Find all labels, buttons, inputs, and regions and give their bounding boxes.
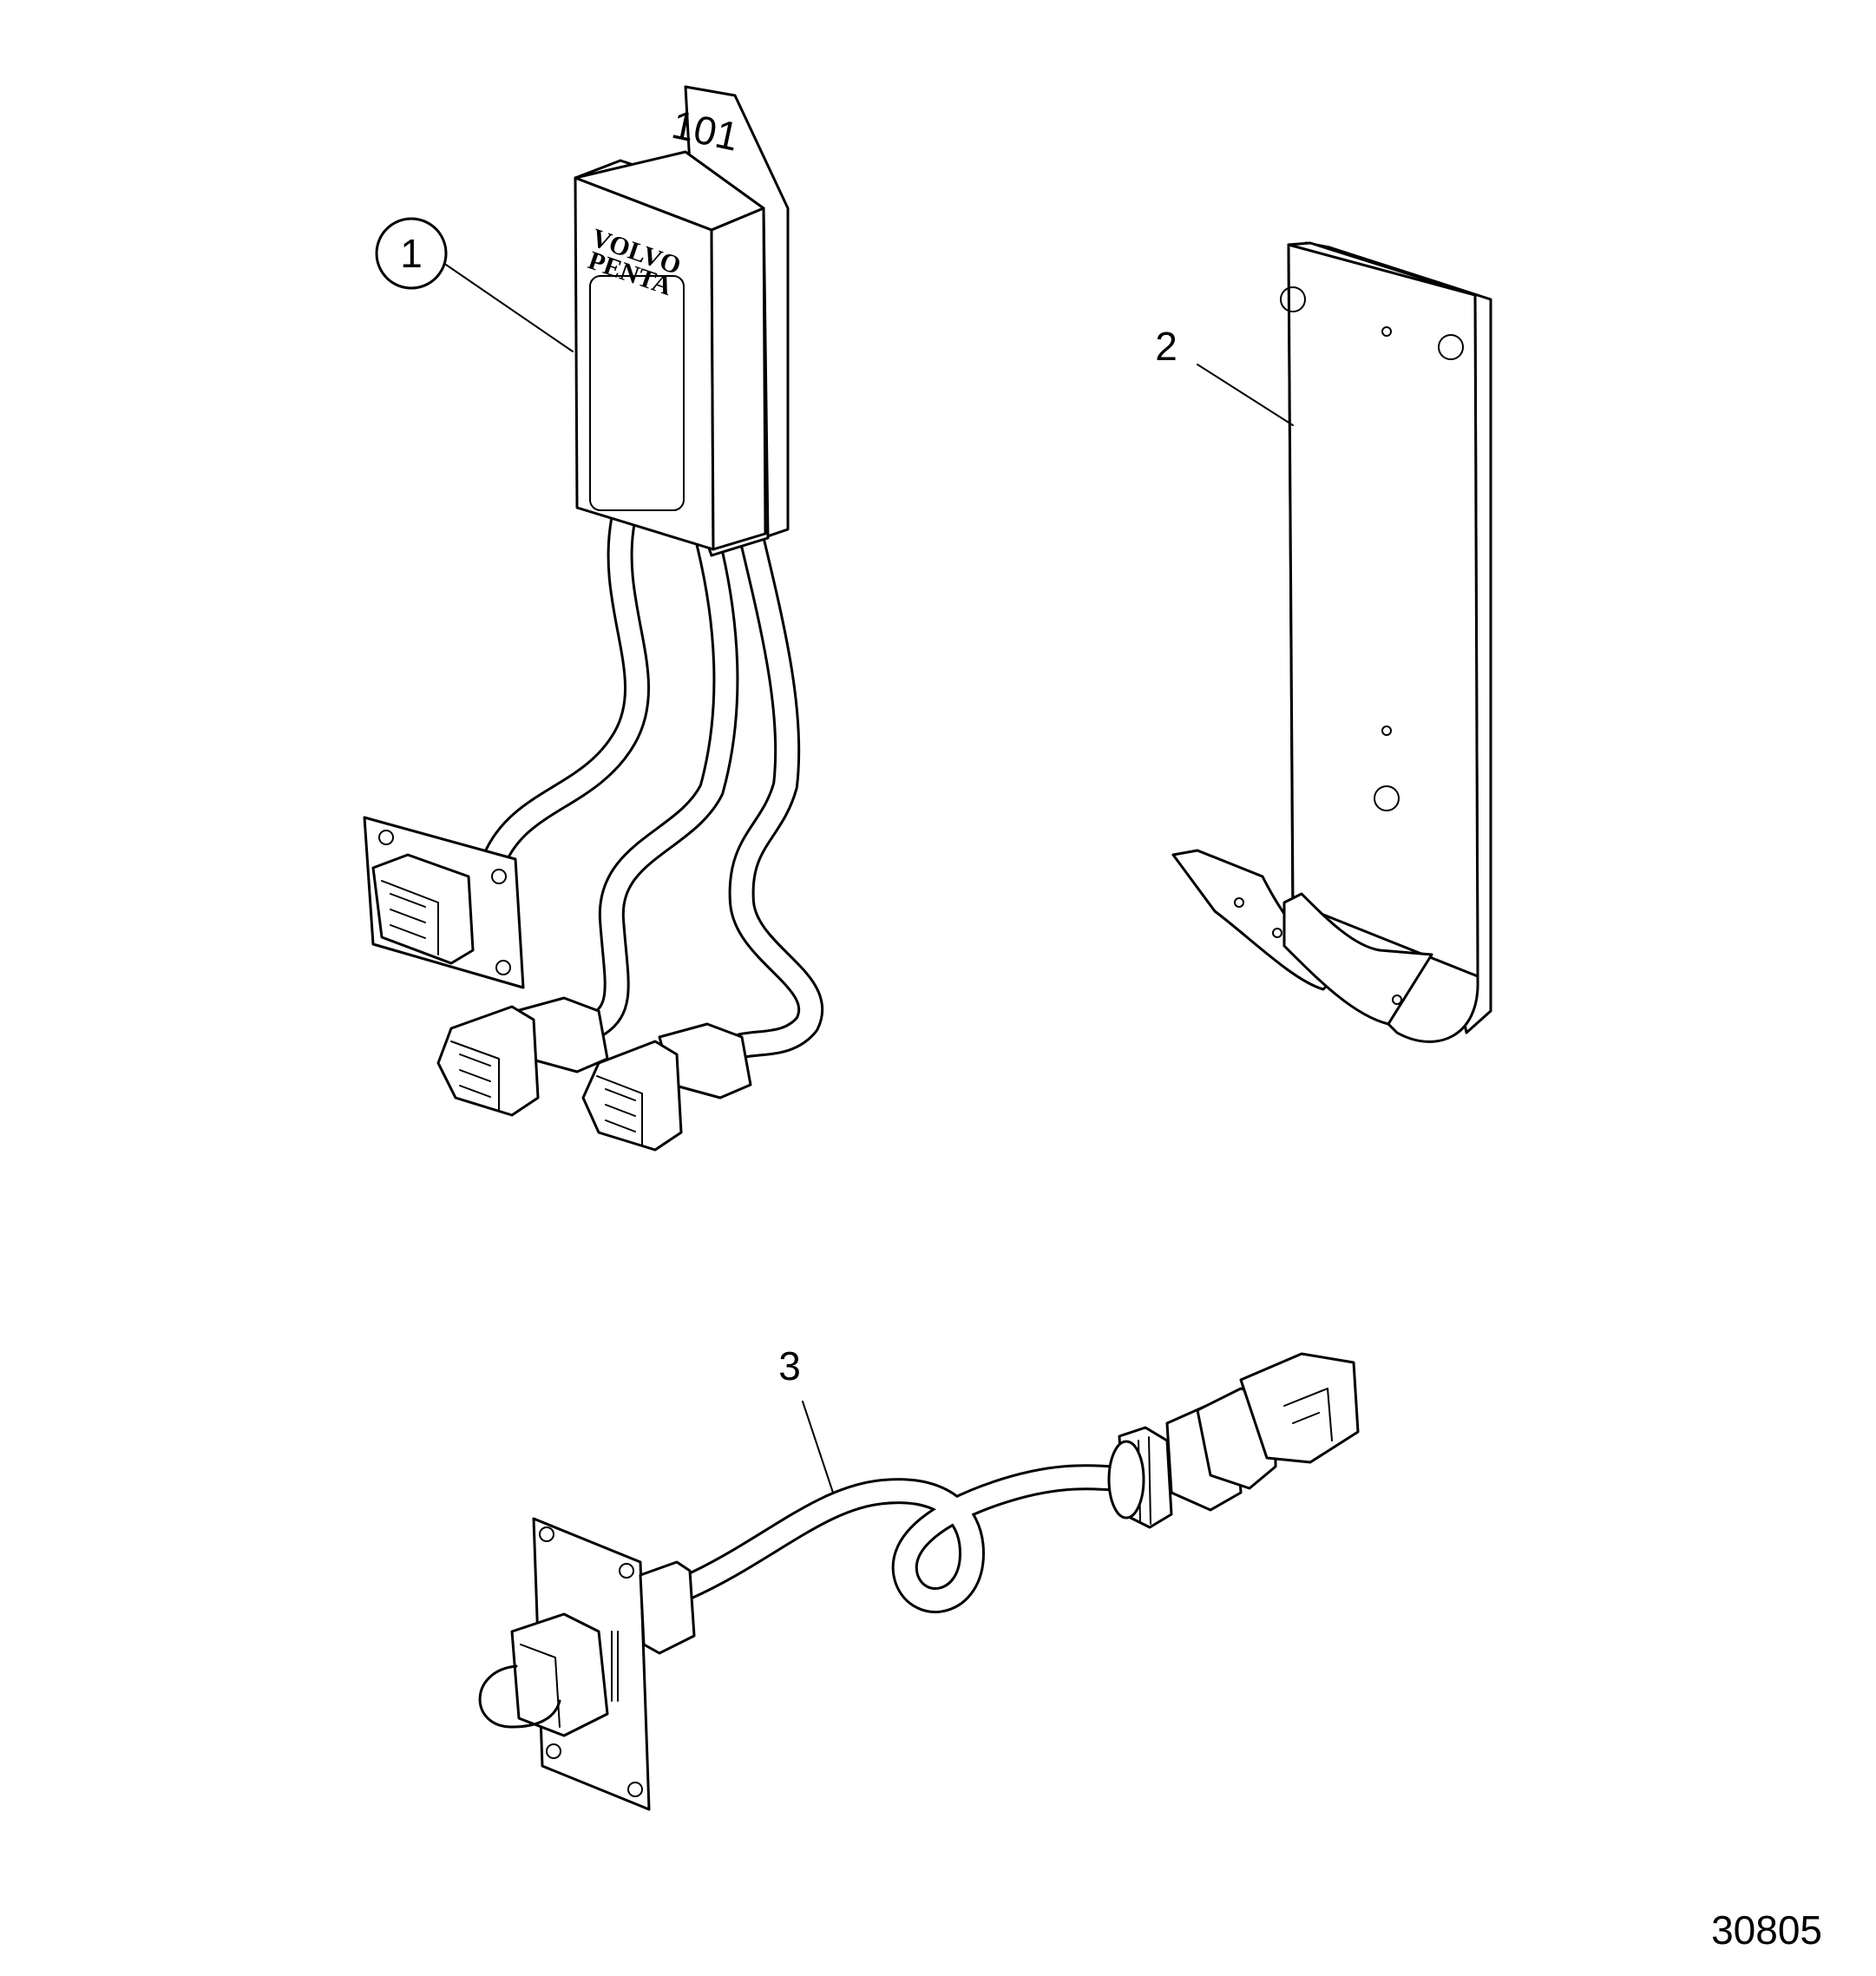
callout-2-label: 2 (1155, 324, 1177, 369)
module-housing: VOLVO PENTA 101 (574, 85, 790, 557)
part-2-mounting-bracket: 2 (1155, 241, 1492, 1043)
part-1-control-module: VOLVO PENTA 101 (363, 85, 824, 1152)
drawing-number: 30805 (1711, 1907, 1822, 1953)
callout-2: 2 (1155, 324, 1294, 426)
callout-1-label: 1 (400, 231, 423, 276)
inline-connector-a (436, 996, 609, 1117)
socket-dust-cap (478, 1612, 609, 1737)
callout-1: 1 (375, 217, 574, 352)
inline-connector-b (581, 1022, 752, 1152)
flange-connector (363, 816, 525, 989)
callout-3: 3 (778, 1343, 834, 1493)
inline-connector-c (1107, 1352, 1360, 1529)
callout-3-label: 3 (778, 1343, 801, 1388)
harness-cables (482, 508, 824, 1059)
part-3-diagnostic-cable: 3 (478, 1343, 1360, 1811)
